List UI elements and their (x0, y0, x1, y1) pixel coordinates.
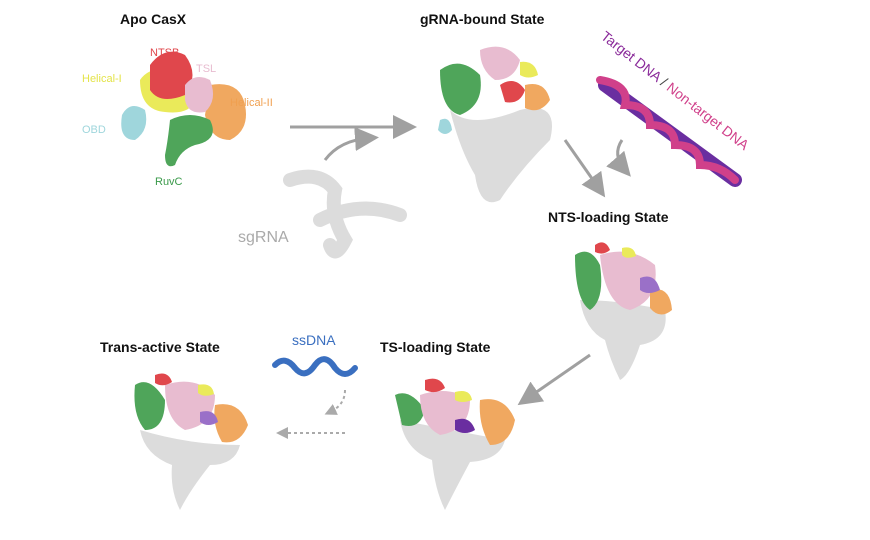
obd-label: OBD (82, 124, 106, 136)
ssdna-structure (272, 356, 358, 377)
nts-loading-structure (575, 242, 672, 380)
ts-loading-title: TS-loading State (380, 339, 491, 355)
helical2-label: Helical-II (230, 97, 273, 109)
curved-arrow-ssdna (324, 389, 346, 415)
target-dna-label: Target DNA (598, 28, 665, 86)
ts-loading-structure (395, 378, 515, 510)
sgrna-structure (283, 169, 407, 259)
trans-active-title: Trans-active State (100, 339, 220, 355)
curved-arrow-dna (606, 139, 631, 177)
ruvc-label: RuvC (155, 176, 183, 188)
grna-bound-structure (438, 46, 552, 203)
grna-bound-title: gRNA-bound State (420, 11, 545, 27)
sgrna-label: sgRNA (238, 229, 289, 246)
apo-casx-title: Apo CasX (120, 11, 187, 27)
helical1-label: Helical-I (82, 73, 122, 85)
ntsb-label: NTSB (150, 47, 179, 59)
arrow-grna-to-nts (563, 139, 606, 198)
nts-loading-title: NTS-loading State (548, 209, 669, 225)
tsl-label: TSL (196, 63, 216, 75)
trans-active-structure (134, 373, 248, 510)
curved-arrow-sgrna (323, 127, 379, 161)
ssdna-label: ssDNA (292, 332, 336, 348)
arrow-nts-to-ts (517, 353, 591, 406)
apo-casx-structure (121, 51, 246, 167)
target-dna-helix (596, 76, 742, 187)
